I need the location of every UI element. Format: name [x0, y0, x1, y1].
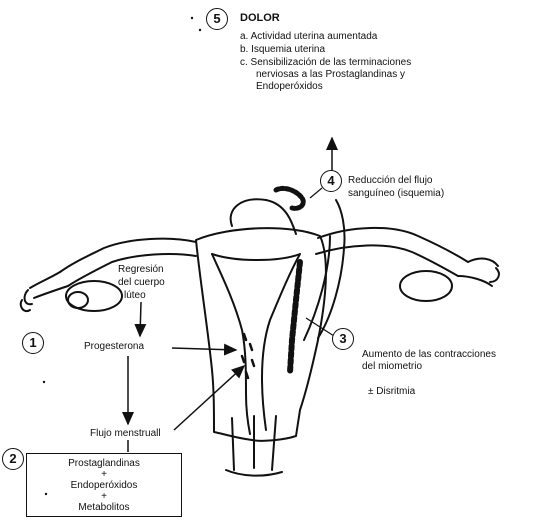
dolor-item-c-cont2: Endoperóxidos	[256, 81, 323, 93]
step-3-marker: 3	[332, 328, 354, 350]
regresion-line1: Regresión	[118, 264, 164, 276]
regresion-line3: lúteo	[124, 290, 146, 302]
box-line-prostaglandinas: Prostaglandinas	[27, 458, 181, 469]
step-2-marker: 2	[2, 448, 24, 470]
right-ovary	[400, 271, 452, 301]
disritmia-label: ± Disritmia	[368, 386, 415, 398]
contracciones-line1: Aumento de las contracciones	[362, 349, 496, 361]
dolor-item-c: c. Sensibilización de las terminaciones	[240, 57, 411, 69]
cervix	[232, 416, 276, 470]
dolor-item-a: a. Actividad uterina aumentada	[240, 31, 377, 43]
box-line-plus-2: +	[27, 491, 181, 502]
regresion-arrow	[140, 302, 141, 336]
dolor-item-c-cont1: nerviosas a las Prostaglandinas y	[256, 69, 405, 81]
step-1-marker: 1	[22, 332, 44, 354]
contracciones-line2: del miometrio	[362, 361, 422, 373]
reduccion-line2: sanguíneo (isquemia)	[348, 188, 444, 200]
box-line-plus-1: +	[27, 469, 181, 480]
progesterona-label: Progesterona	[84, 341, 144, 353]
step-5-marker: 5	[206, 8, 228, 30]
step-4-marker: 4	[320, 170, 342, 192]
flujo-menstrual-label: Flujo menstruall	[90, 428, 161, 440]
contracting-myometrium	[290, 262, 300, 372]
prostaglandinas-box: Prostaglandinas + Endoperóxidos + Metabo…	[26, 453, 182, 517]
right-fimbriae	[458, 259, 499, 286]
box-line-endoperoxidos: Endoperóxidos	[27, 480, 181, 491]
progesterona-arrow	[172, 348, 236, 350]
right-fallopian-tube	[318, 228, 468, 262]
dolor-item-b: b. Isquemia uterina	[240, 44, 325, 56]
box-line-metabolitos: Metabolitos	[27, 502, 181, 513]
uterine-cavity	[212, 254, 300, 430]
reduccion-line1: Reducción del flujo	[348, 175, 433, 187]
flujo-arrow	[174, 366, 244, 430]
dolor-title: DOLOR	[240, 12, 280, 24]
regresion-line2: del cuerpo	[118, 277, 165, 289]
left-fimbriae	[21, 272, 68, 311]
